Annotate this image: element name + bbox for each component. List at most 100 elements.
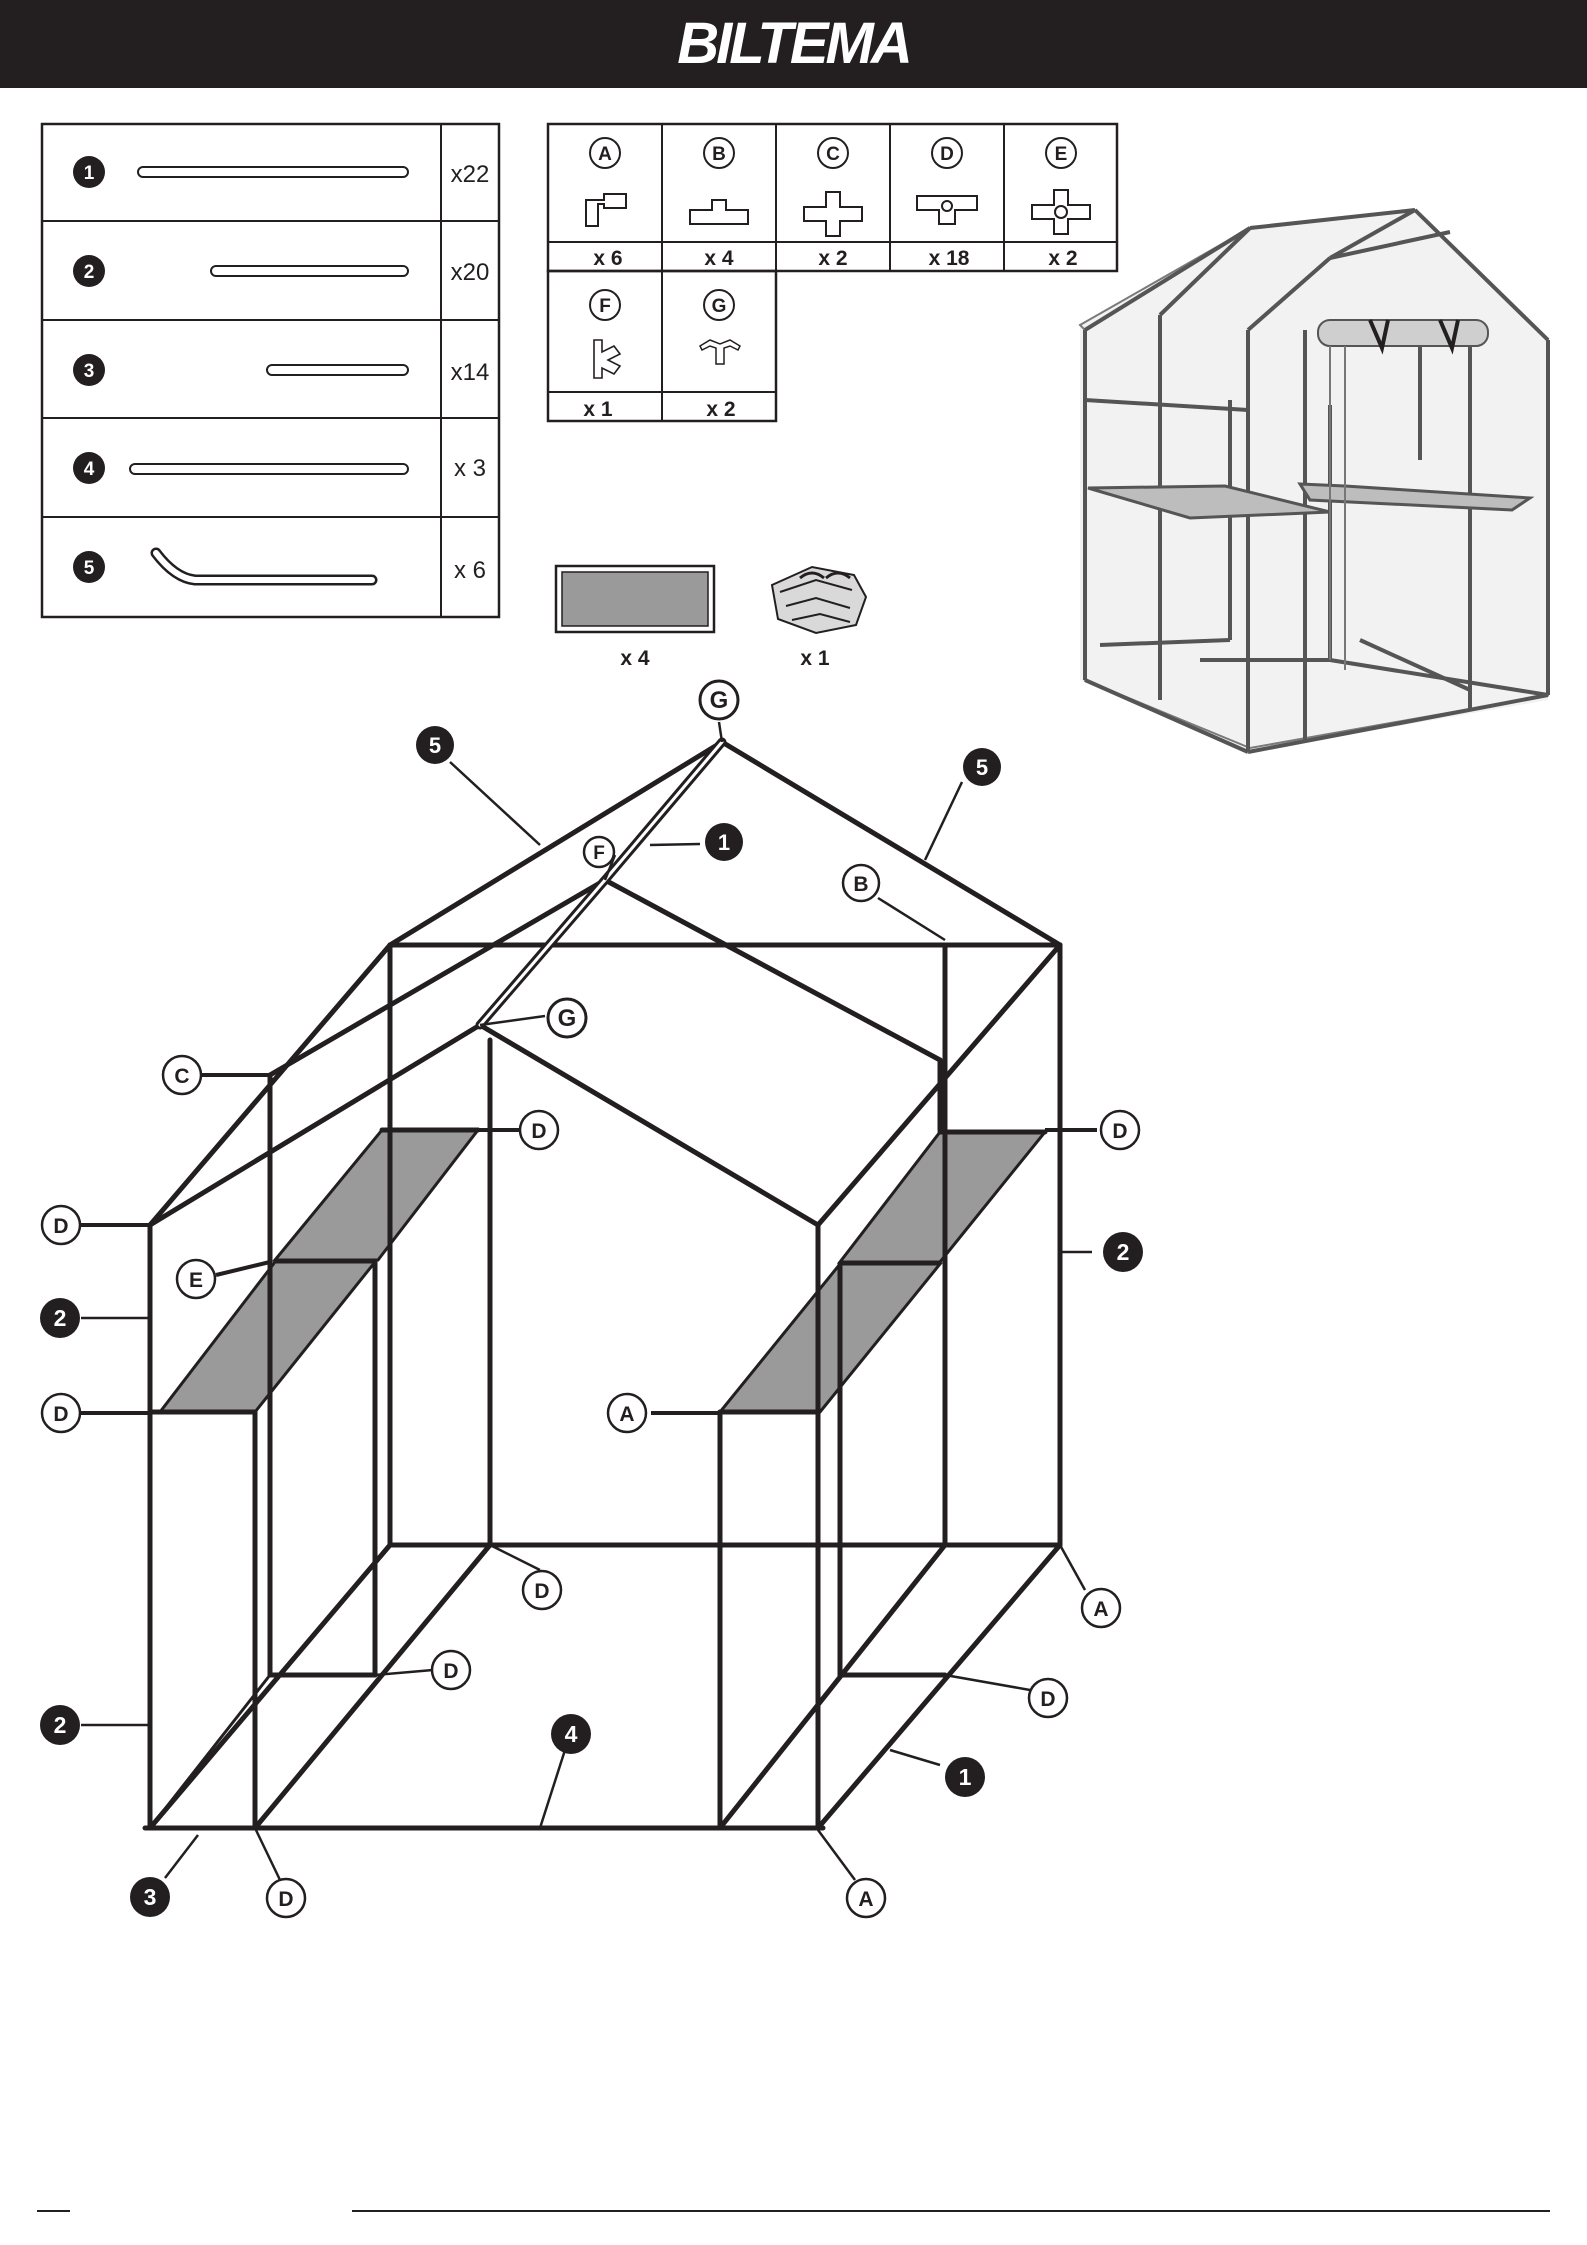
callout-e: E bbox=[177, 1260, 215, 1298]
part-row: 5 x 6 bbox=[73, 551, 486, 584]
callout-d-right-top: D bbox=[1101, 1111, 1139, 1149]
connector-letter: E bbox=[1055, 144, 1068, 165]
svg-text:D: D bbox=[443, 1660, 458, 1683]
svg-text:3: 3 bbox=[144, 1884, 157, 1910]
connector-letter: F bbox=[599, 296, 611, 317]
accessory-quantity: x 1 bbox=[800, 647, 830, 670]
svg-text:D: D bbox=[278, 1888, 293, 1911]
callout-f: F bbox=[584, 837, 614, 867]
folded-cover-icon bbox=[772, 567, 866, 633]
svg-text:D: D bbox=[53, 1403, 68, 1426]
svg-text:C: C bbox=[174, 1065, 189, 1088]
callout-g-lower: G bbox=[548, 999, 586, 1037]
part-number: 3 bbox=[84, 361, 95, 382]
svg-text:2: 2 bbox=[1117, 1239, 1130, 1265]
callout-d-front-bottom: D bbox=[267, 1879, 305, 1917]
svg-text:D: D bbox=[1040, 1688, 1055, 1711]
connector-quantity: x 1 bbox=[583, 398, 613, 421]
svg-text:F: F bbox=[593, 843, 605, 864]
part-number: 4 bbox=[84, 459, 95, 480]
callout-2-right: 2 bbox=[1103, 1232, 1143, 1272]
svg-text:A: A bbox=[858, 1888, 873, 1911]
connector-letter: B bbox=[712, 144, 726, 165]
connector-cell-f: F x 1 bbox=[583, 290, 620, 421]
svg-text:D: D bbox=[1112, 1120, 1127, 1143]
svg-text:D: D bbox=[53, 1215, 68, 1238]
callout-ridge-g: G bbox=[700, 681, 738, 719]
svg-text:G: G bbox=[558, 1005, 577, 1032]
svg-text:5: 5 bbox=[429, 733, 441, 758]
pole-3-icon bbox=[267, 365, 408, 375]
callout-3: 3 bbox=[130, 1877, 170, 1917]
callout-a-front: A bbox=[847, 1879, 885, 1917]
svg-text:B: B bbox=[853, 873, 868, 896]
callout-d-left-upper: D bbox=[42, 1206, 80, 1244]
connector-quantity: x 6 bbox=[593, 247, 622, 270]
svg-text:G: G bbox=[710, 687, 729, 714]
part-quantity: x 6 bbox=[454, 557, 486, 584]
connector-letter: A bbox=[598, 144, 612, 165]
svg-text:4: 4 bbox=[565, 1721, 578, 1747]
assembly-diagram bbox=[145, 742, 1060, 1828]
connector-cell-c: C x 2 bbox=[804, 138, 862, 270]
part-number: 1 bbox=[84, 163, 95, 184]
svg-text:2: 2 bbox=[54, 1712, 67, 1738]
callout-roof-5-right: 5 bbox=[963, 748, 1001, 786]
callout-2-left-lower: 2 bbox=[40, 1705, 80, 1745]
greenhouse-photo bbox=[1080, 210, 1548, 752]
svg-text:E: E bbox=[189, 1269, 203, 1292]
connector-cell-b: B x 4 bbox=[690, 138, 748, 270]
connector-c-icon bbox=[804, 192, 862, 236]
connector-quantity: x 2 bbox=[818, 247, 847, 270]
callout-c: C bbox=[163, 1056, 201, 1094]
pole-4-icon bbox=[130, 464, 408, 474]
connector-a-icon bbox=[586, 194, 626, 226]
connector-quantity: x 18 bbox=[929, 247, 970, 270]
part-row: 1 x22 bbox=[73, 156, 489, 188]
svg-text:2: 2 bbox=[54, 1305, 67, 1331]
connector-cell-g: G x 2 bbox=[700, 290, 740, 421]
part-quantity: x14 bbox=[451, 359, 490, 386]
accessory-quantity: x 4 bbox=[620, 647, 650, 670]
callout-roof-5-left: 5 bbox=[416, 726, 454, 764]
callout-a-mid: A bbox=[608, 1394, 646, 1432]
callout-4: 4 bbox=[551, 1714, 591, 1754]
callout-d-left-mid: D bbox=[42, 1394, 80, 1432]
svg-text:5: 5 bbox=[976, 755, 988, 780]
part-quantity: x20 bbox=[451, 259, 490, 286]
shelf-panel-icon bbox=[562, 572, 708, 626]
connector-cell-a: A x 6 bbox=[586, 138, 626, 270]
shelf-accessory: x 4 bbox=[556, 566, 714, 670]
connector-f-icon bbox=[594, 340, 620, 378]
connector-quantity: x 2 bbox=[1048, 247, 1077, 270]
svg-text:D: D bbox=[531, 1120, 546, 1143]
callout-d-inner-left: D bbox=[432, 1651, 470, 1689]
part-row: 2 x20 bbox=[73, 255, 489, 287]
svg-text:D: D bbox=[534, 1580, 549, 1603]
callout-d-shelf-top-left: D bbox=[520, 1111, 558, 1149]
part-number: 2 bbox=[84, 262, 95, 283]
connector-letter: G bbox=[712, 296, 727, 317]
callout-b: B bbox=[843, 865, 879, 901]
callout-a-right: A bbox=[1082, 1589, 1120, 1627]
part-row: 3 x14 bbox=[73, 354, 489, 386]
callout-d-right-lower: D bbox=[1029, 1679, 1067, 1717]
connector-cell-e: E x 2 bbox=[1032, 138, 1090, 270]
connector-letter: C bbox=[826, 144, 840, 165]
callout-ridge-1: 1 bbox=[705, 823, 743, 861]
svg-text:1: 1 bbox=[959, 1764, 972, 1790]
part-row: 4 x 3 bbox=[73, 452, 486, 484]
connector-quantity: x 2 bbox=[706, 398, 735, 421]
pole-1-icon bbox=[138, 167, 408, 177]
connector-g-icon bbox=[700, 340, 740, 364]
callout-2-left-upper: 2 bbox=[40, 1298, 80, 1338]
cover-accessory: x 1 bbox=[772, 567, 866, 670]
callout-1-bottom: 1 bbox=[945, 1757, 985, 1797]
connector-quantity: x 4 bbox=[704, 247, 734, 270]
pole-2-icon bbox=[211, 266, 408, 276]
svg-text:A: A bbox=[619, 1403, 634, 1426]
svg-text:1: 1 bbox=[718, 830, 730, 855]
callout-d-back-bottom: D bbox=[523, 1571, 561, 1609]
part-number: 5 bbox=[84, 558, 95, 579]
